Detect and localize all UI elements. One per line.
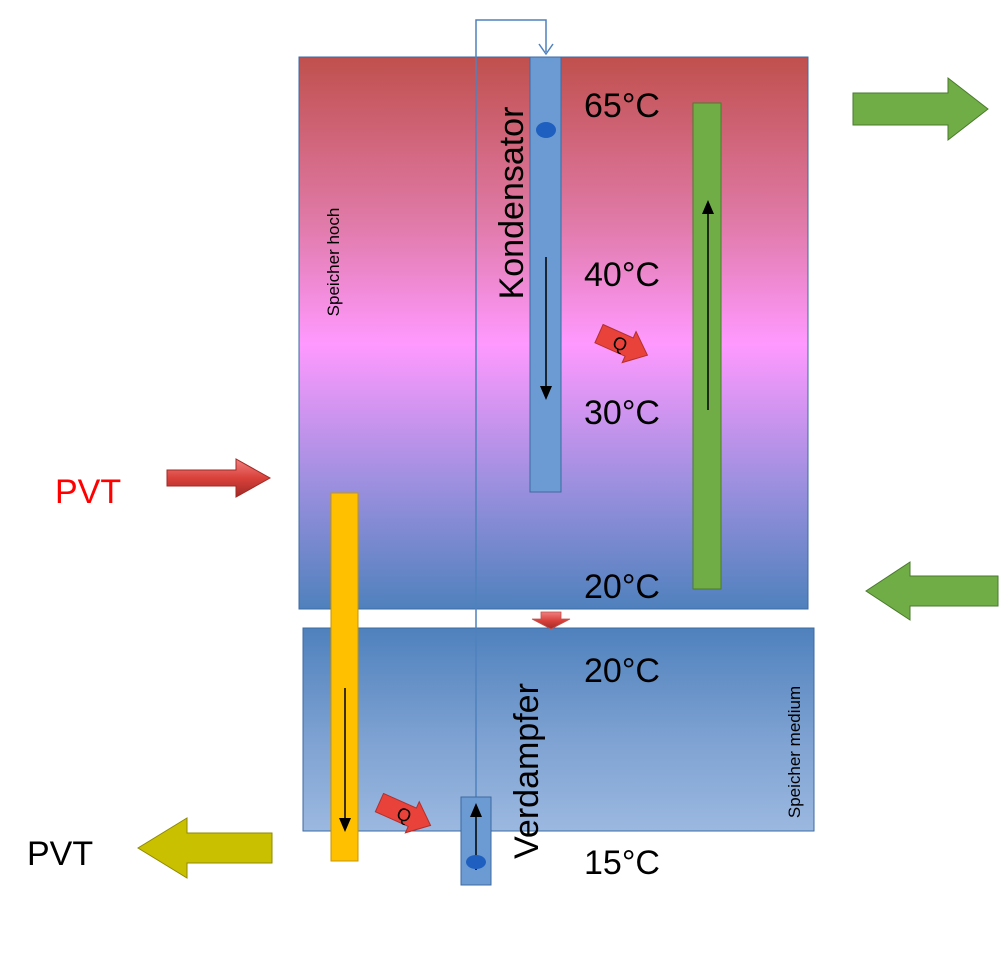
heat-transfer-upper-icon: [594, 323, 649, 364]
green-left-arrow-icon: [865, 561, 999, 621]
lower-storage-tank: [302, 627, 815, 832]
pvt-inlet-label: PVT: [55, 473, 121, 511]
pvt-loop-pipe: [330, 492, 359, 862]
red-right-arrow-icon: [166, 458, 272, 498]
refrigerant-circuit-line: [475, 19, 554, 871]
pvt-outlet-label: PVT: [27, 835, 93, 873]
evaporator-pipe: [460, 796, 492, 886]
temp-20-upper: 20°C: [584, 568, 660, 606]
temp-40: 40°C: [584, 256, 660, 294]
temp-20-lower: 20°C: [584, 652, 660, 690]
evaporator-label: Verdampfer: [508, 683, 546, 859]
lower-tank-label: Speicher medium: [785, 686, 804, 818]
olive-left-arrow-icon: [137, 817, 273, 879]
heat-transfer-lower-icon: [374, 792, 432, 834]
heat-flow-down-icon: [531, 611, 571, 630]
temp-30: 30°C: [584, 394, 660, 432]
upper-tank-label: Speicher hoch: [324, 208, 343, 317]
condenser-label: Kondensator: [493, 107, 531, 300]
heating-loop-pipe: [692, 102, 722, 590]
green-right-arrow-icon: [852, 76, 989, 142]
temp-65: 65°C: [584, 87, 660, 125]
temp-15: 15°C: [584, 844, 660, 882]
condenser-pipe: [529, 56, 562, 493]
